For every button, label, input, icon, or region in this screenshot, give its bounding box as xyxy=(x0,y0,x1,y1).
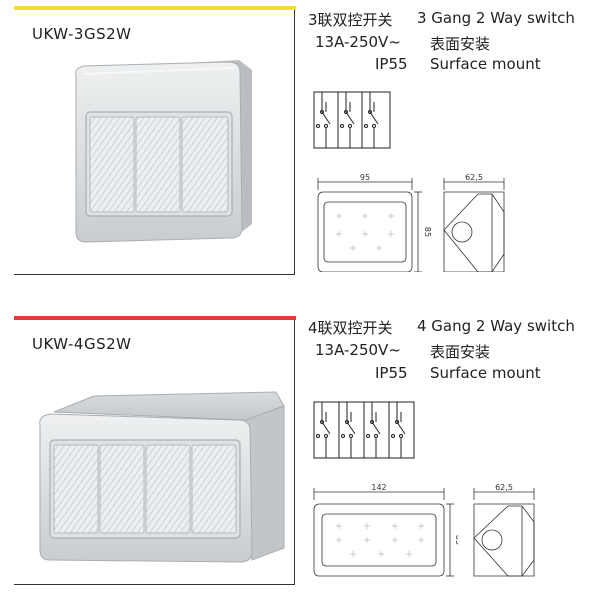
depth-dimension-label: 62,5 xyxy=(495,483,513,492)
wiring-diagram-4gang xyxy=(313,401,415,459)
mount-cn: 表面安装 xyxy=(430,343,491,361)
product-card-4gang: UKW-4GS2W xyxy=(14,316,296,588)
wiring-diagram-3gang xyxy=(313,91,391,149)
height-dimension-label: 85 xyxy=(454,535,458,545)
side-dimension-drawing-4gang: 62,5 xyxy=(473,483,535,577)
product-title-cn: 4联双控开关 xyxy=(308,319,393,337)
model-number: UKW-3GS2W xyxy=(32,25,132,43)
mount-en: Surface mount xyxy=(430,55,541,73)
model-number: UKW-4GS2W xyxy=(32,335,132,353)
product-title-en: 4 Gang 2 Way switch xyxy=(417,317,575,335)
card-frame xyxy=(14,320,295,585)
depth-dimension-label: 62,5 xyxy=(465,173,483,182)
accent-bar xyxy=(14,316,296,320)
width-dimension-label: 95 xyxy=(360,173,370,182)
product-title-en: 3 Gang 2 Way switch xyxy=(417,9,575,27)
switch-symbol xyxy=(316,92,331,148)
mount-en: Surface mount xyxy=(430,364,541,382)
ip-rating: IP55 xyxy=(375,364,408,382)
side-dimension-drawing-3gang: 62,5 xyxy=(443,173,505,272)
rating: 13A-250V~ xyxy=(315,341,401,359)
accent-bar xyxy=(14,6,296,10)
product-title-cn: 3联双控开关 xyxy=(308,11,393,29)
front-dimension-drawing-3gang: 95 85 xyxy=(317,173,432,272)
mount-cn: 表面安装 xyxy=(430,35,491,53)
switch-photo-4gang xyxy=(39,391,285,563)
switch-photo-3gang xyxy=(75,60,252,243)
card-frame xyxy=(14,10,295,275)
rating: 13A-250V~ xyxy=(315,33,401,51)
product-card-3gang: UKW-3GS2W xyxy=(14,6,296,278)
front-dimension-drawing-4gang: 142 85 xyxy=(313,483,458,577)
height-dimension-label: 85 xyxy=(423,227,432,237)
ip-rating: IP55 xyxy=(375,55,408,73)
width-dimension-label: 142 xyxy=(371,483,386,492)
